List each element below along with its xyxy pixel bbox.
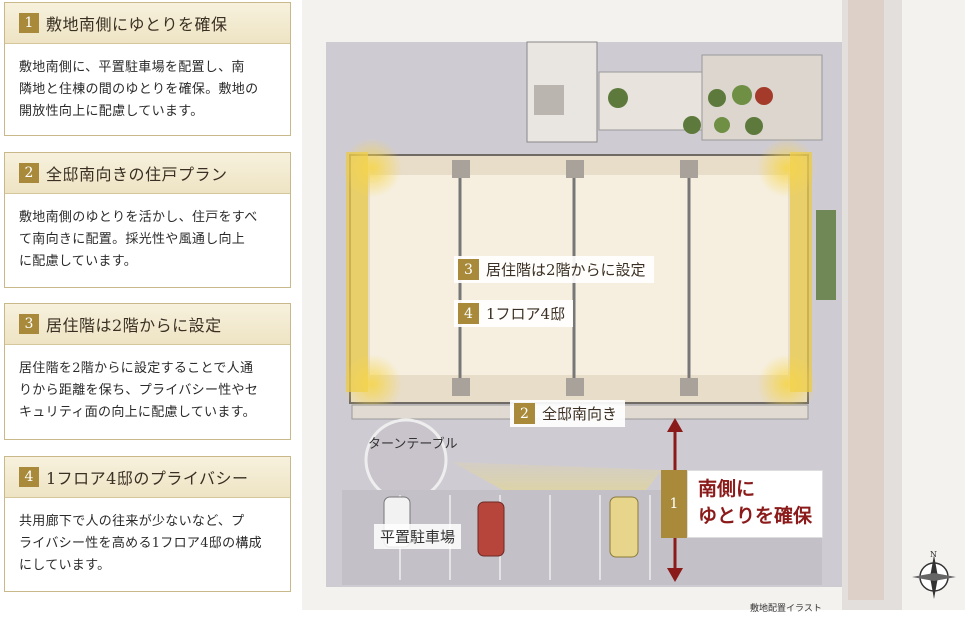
compass-north-label: N [930,550,937,559]
card-number: 3 [19,314,39,334]
tag-number: 3 [458,259,479,280]
site-plan-illustration: 3 居住階は2階からに設定 4 1フロア4邸 2 全邸南向き ターンテーブル 平… [302,0,965,610]
card-body-line: ライバシー性を高める1フロア4邸の構成 [19,536,262,551]
plan-tag-south-facing: 2 全邸南向き [510,400,626,427]
tag-number: 2 [514,403,535,424]
tag-text: 1フロア4邸 [486,305,566,323]
callout-line: ゆとりを確保 [698,505,813,527]
illustration-caption: 敷地配置イラスト [750,604,822,614]
feature-card-2: 2 全邸南向きの住戸プラン 敷地南側のゆとりを活かし、住戸をすべ て南向きに配置… [4,152,291,288]
card-number: 1 [19,13,39,33]
card-body-line: 居住階を2階からに設定することで人通 [19,361,254,376]
card-body: 共用廊下で人の往来が少ないなど、プ ライバシー性を高める1フロア4邸の構成 にし… [5,498,290,587]
card-body-line: にしています。 [19,558,111,573]
turntable-label: ターンテーブル [368,437,458,452]
plan-tag-floor-start: 3 居住階は2階からに設定 [454,256,654,283]
card-body-line: りから距離を保ち、プライバシー性やセ [19,383,259,398]
card-body-line: に配慮しています。 [19,254,138,269]
card-body-line: て南向きに配置。採光性や風通し向上 [19,232,246,247]
card-body: 敷地南側に、平置駐車場を配置し、南 隣地と住棟の間のゆとりを確保。敷地の 開放性… [5,44,290,133]
parking-label: 平置駐車場 [374,524,462,549]
card-header: 4 1フロア4邸のプライバシー [5,457,290,498]
card-body-line: 敷地南側のゆとりを活かし、住戸をすべ [19,210,258,225]
south-space-callout: 1 南側に ゆとりを確保 [661,470,824,538]
card-header: 1 敷地南側にゆとりを確保 [5,3,290,44]
card-body: 居住階を2階からに設定することで人通 りから距離を保ち、プライバシー性やセ キュ… [5,345,290,434]
card-body-line: 隣地と住棟の間のゆとりを確保。敷地の [19,82,259,97]
card-body: 敷地南側のゆとりを活かし、住戸をすべ て南向きに配置。採光性や風通し向上 に配慮… [5,194,290,283]
feature-card-4: 4 1フロア4邸のプライバシー 共用廊下で人の往来が少ないなど、プ ライバシー性… [4,456,291,592]
callout-number: 1 [661,470,687,538]
card-title: 敷地南側にゆとりを確保 [46,15,228,34]
card-title: 居住階は2階からに設定 [46,316,222,335]
tag-text: 居住階は2階からに設定 [486,261,646,279]
callout-line: 南側に [698,478,756,500]
callout-text: 南側に ゆとりを確保 [687,470,824,538]
feature-card-3: 3 居住階は2階からに設定 居住階を2階からに設定することで人通 りから距離を保… [4,303,291,440]
card-body-line: 敷地南側に、平置駐車場を配置し、南 [19,60,245,75]
card-number: 4 [19,467,39,487]
plan-tag-four-units: 4 1フロア4邸 [454,300,574,327]
card-number: 2 [19,163,39,183]
card-title: 全邸南向きの住戸プラン [46,165,228,184]
card-body-line: キュリティ面の向上に配慮しています。 [19,405,256,420]
card-body-line: 共用廊下で人の往来が少ないなど、プ [19,514,245,529]
card-header: 3 居住階は2階からに設定 [5,304,290,345]
feature-card-1: 1 敷地南側にゆとりを確保 敷地南側に、平置駐車場を配置し、南 隣地と住棟の間の… [4,2,291,136]
tag-number: 4 [458,303,479,324]
card-body-line: 開放性向上に配慮しています。 [19,104,204,119]
card-title: 1フロア4邸のプライバシー [46,469,249,488]
site-plan-drawing [302,0,965,610]
tag-text: 全邸南向き [542,405,618,423]
card-header: 2 全邸南向きの住戸プラン [5,153,290,194]
